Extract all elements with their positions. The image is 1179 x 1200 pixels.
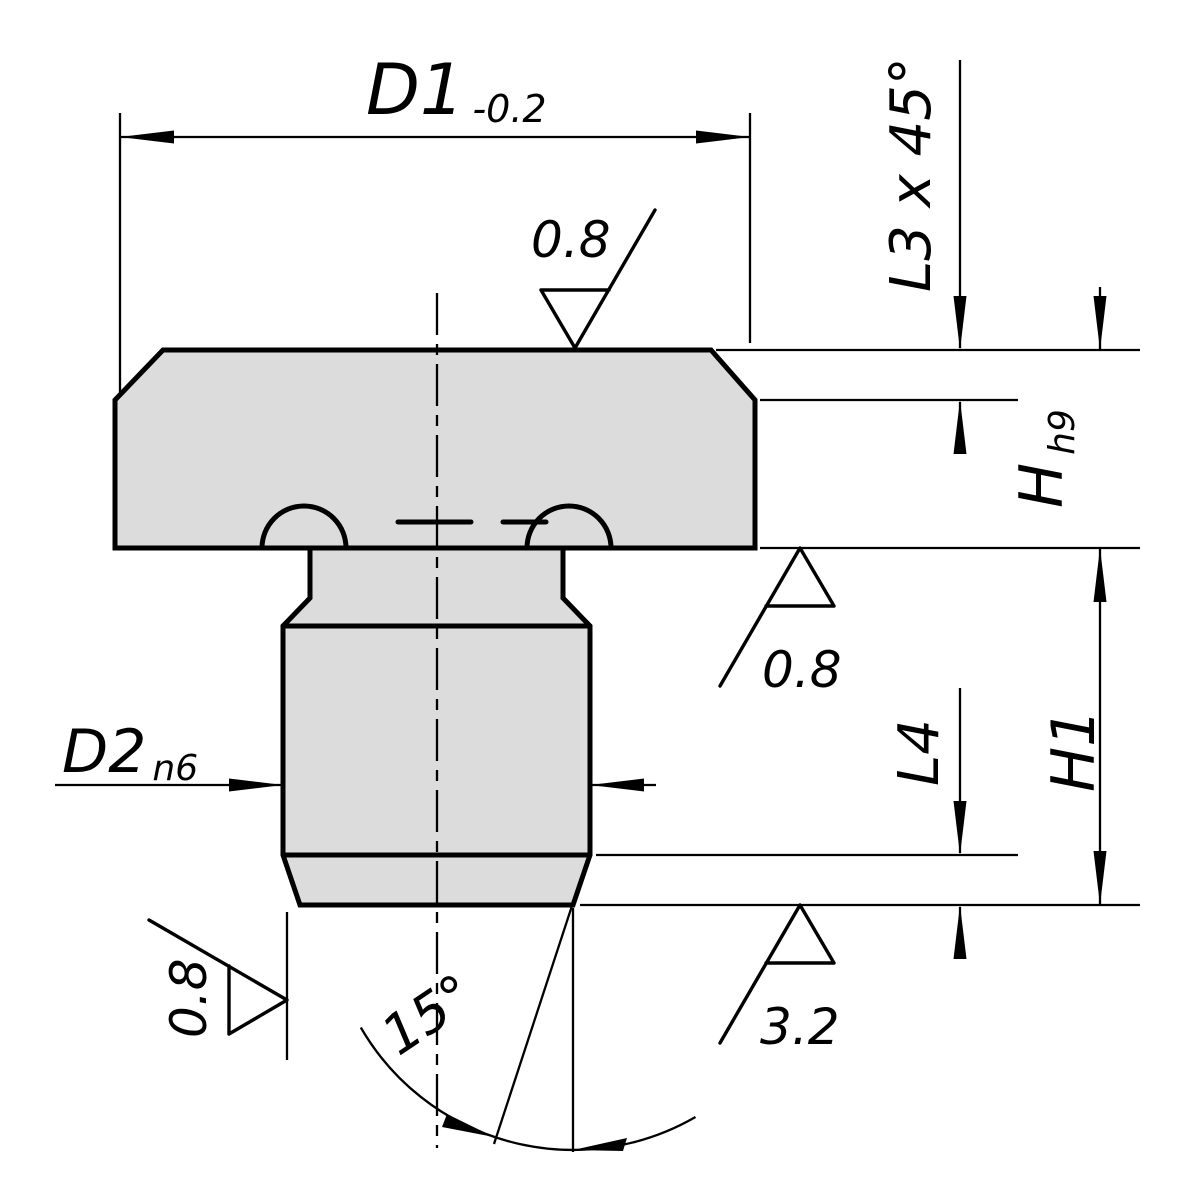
surface-finish-under-head-value: 0.8 [762,641,842,699]
surface-finish-shank-value: 0.8 [160,958,218,1038]
dim-d2-arrow-right [590,778,644,792]
surface-finish-shank: 0.8 [147,912,289,1060]
dim-l4: L4 [887,688,967,959]
surface-finish-bottom: 3.2 [718,903,840,1056]
dim-h-label: Hh9 [1007,409,1083,508]
part-head [112,347,758,551]
dim-l3: L3 x 45° [879,57,967,454]
surface-finish-top-icon [539,208,657,350]
dim-d1-arrow-right [696,130,750,144]
dim-h1-arrow-bottom [1093,851,1107,905]
dim-h-h1-arrow-shared [1093,548,1107,602]
surface-finish-shank-icon [147,918,289,1036]
undercut-arc-left [259,503,349,551]
surface-finish-under-head-icon [718,546,836,688]
dim-l3-label: L3 x 45° [879,57,944,292]
surface-finish-top: 0.8 [531,208,657,350]
dim-l4-arrow-top [953,801,967,855]
surface-finish-under-head: 0.8 [718,546,842,699]
dim-l4-arrow-bottom [953,905,967,959]
dim-l3-arrow-top [953,296,967,350]
dim-h-h1: Hh9 H1 [1007,287,1109,905]
dim-angle-arrow-left [442,1114,494,1137]
dim-angle-arc [359,1026,697,1152]
right-extension-lines [580,348,1140,907]
surface-finish-top-value: 0.8 [531,211,611,269]
dim-d2-arrow-left [229,778,283,792]
dim-d1: D1-0.2 [118,49,752,395]
dim-l3-arrow-bottom [953,400,967,454]
dim-h-arrow-top [1093,296,1107,350]
dim-d1-arrow-left [120,130,174,144]
dim-h1-label: H1 [1039,709,1109,792]
dim-l4-label: L4 [887,719,952,786]
dim-angle-arrow-right [573,1138,627,1151]
surface-finish-bottom-value: 3.2 [760,998,840,1056]
undercut-arc-right [524,503,614,551]
dim-angle-chamfer-extension [492,859,589,1145]
dim-d1-label: D1-0.2 [366,49,547,131]
surface-finish-bottom-icon [718,903,836,1045]
